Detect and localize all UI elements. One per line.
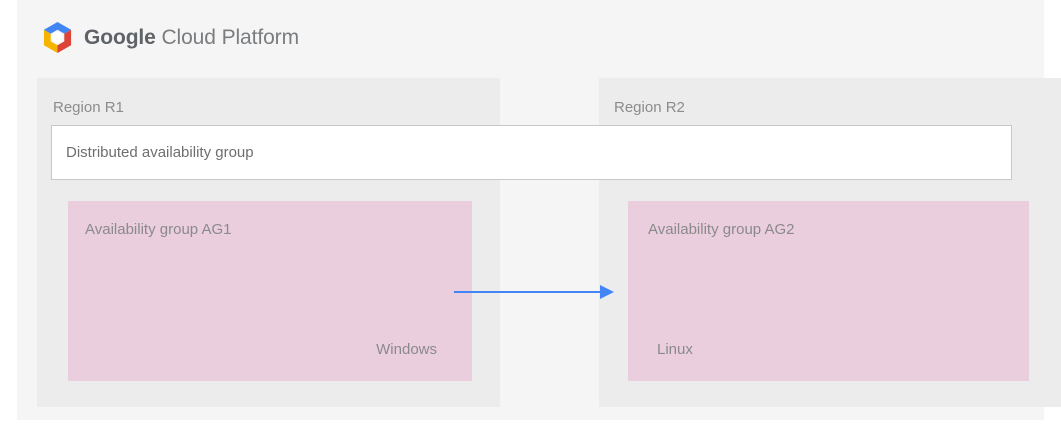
- distributed-availability-group-label: Distributed availability group: [66, 143, 254, 161]
- availability-group-ag1-box: Availability group AG1 Windows: [68, 201, 472, 381]
- availability-group-ag2-title: Availability group AG2: [648, 221, 795, 238]
- gcp-brand-header: Google Cloud Platform: [42, 20, 299, 54]
- availability-group-ag1-title: Availability group AG1: [85, 221, 232, 238]
- region-r2-label: Region R2: [614, 99, 685, 116]
- replication-arrow: [454, 282, 614, 302]
- right-arrow-icon: [454, 285, 614, 299]
- availability-group-ag2-os-label: Linux: [657, 341, 693, 358]
- diagram-panel: Google Cloud Platform Region R1 Availabi…: [17, 0, 1061, 420]
- distributed-availability-group-box: Distributed availability group: [51, 125, 1012, 180]
- brand-title-google: Google: [84, 25, 156, 49]
- availability-group-ag1-os-label: Windows: [376, 341, 437, 358]
- brand-title: Google Cloud Platform: [84, 27, 299, 48]
- region-r1-label: Region R1: [53, 99, 124, 116]
- google-cloud-platform-hexagon-logo: [42, 21, 73, 53]
- availability-group-ag2-box: Availability group AG2 Linux: [628, 201, 1029, 381]
- brand-title-cloud-platform: Cloud Platform: [155, 25, 299, 49]
